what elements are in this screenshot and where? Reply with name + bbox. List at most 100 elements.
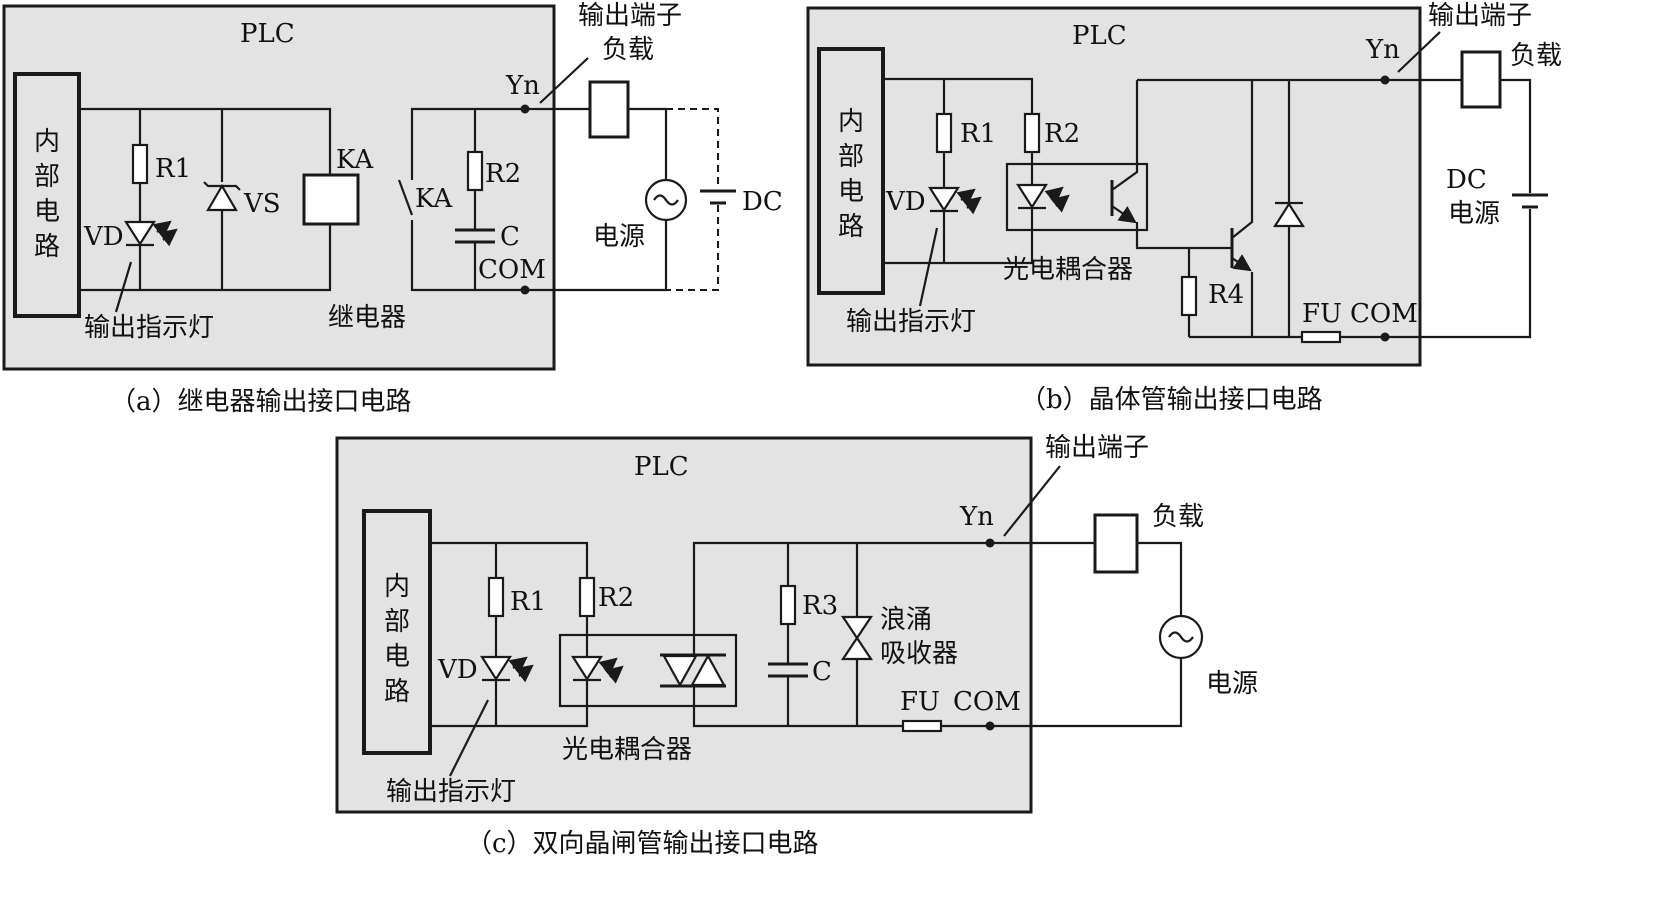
wire — [1135, 222, 1232, 250]
r1-label-b: R1 — [960, 119, 996, 149]
caption-a: （a）继电器输出接口电路 — [110, 387, 412, 417]
vd-label-a: VD — [83, 222, 124, 252]
dc-dashed-wire — [666, 205, 719, 291]
optocoupler-label-c: 光电耦合器 — [562, 735, 692, 765]
internal-circuit-block-c — [362, 509, 432, 755]
plc-enclosure-c — [335, 436, 1033, 814]
optocoupler-label-b: 光电耦合器 — [1003, 255, 1133, 285]
wire — [990, 658, 1183, 728]
triac — [662, 654, 698, 688]
output-transistor-emitter — [1231, 254, 1252, 272]
panel-a-relay-output: PLC 内 部 电 路 R1 VD VS KA 继电器 KA — [2, 1, 783, 417]
indicator-label-c: 输出指示灯 — [386, 777, 516, 807]
caption-c: （c）双向晶闸管输出接口电路 — [466, 829, 819, 859]
light-ray — [604, 665, 624, 684]
surge-absorber — [840, 615, 874, 640]
load-c — [1093, 513, 1139, 574]
wire — [1111, 80, 1139, 191]
light-ray — [962, 196, 982, 215]
leader-line — [449, 699, 489, 777]
zener-bar — [203, 181, 241, 191]
internal-circuit-char: 内 — [34, 127, 60, 157]
relay-label: 继电器 — [328, 303, 406, 333]
triac — [690, 653, 726, 687]
ka-coil-label: KA — [336, 145, 374, 175]
resistor-r3 — [779, 584, 797, 626]
surge-label-line2: 吸收器 — [880, 639, 958, 669]
c-label-c: C — [812, 657, 832, 687]
internal-circuit-char: 部 — [384, 607, 410, 637]
dc-label-a: DC — [742, 187, 783, 217]
r1-label-a: R1 — [155, 154, 191, 184]
output-terminal-label-c: 输出端子 — [1045, 433, 1149, 463]
light-ray — [158, 228, 178, 247]
internal-circuit-char: 内 — [384, 572, 410, 602]
panel-b-transistor-output: PLC 内 部 电 路 R1 VD R2 光电耦合器 — [806, 1, 1562, 415]
com-label-b: COM — [1350, 299, 1418, 329]
resistor-r1-c — [487, 576, 505, 618]
wire — [628, 107, 668, 180]
opto-led-c — [570, 655, 604, 682]
resistor-r4 — [1180, 275, 1198, 317]
indicator-label-a: 输出指示灯 — [84, 313, 214, 343]
power-label-a: 电源 — [593, 222, 645, 252]
optocoupler-b — [1005, 162, 1149, 232]
plc-label-a: PLC — [240, 19, 295, 49]
top-wire-a — [79, 107, 332, 175]
fuse-fu-b — [1300, 330, 1342, 344]
internal-circuit-char: 电 — [34, 197, 60, 227]
wire — [692, 686, 903, 728]
r4-label: R4 — [1208, 280, 1244, 310]
com-label-c: COM — [953, 687, 1021, 717]
wire — [430, 541, 589, 578]
wire — [883, 230, 1034, 265]
opto-led-b — [1015, 183, 1049, 210]
ka-contact — [397, 179, 414, 216]
optocoupler-c — [558, 633, 738, 708]
resistor-r2-b — [1023, 112, 1041, 154]
relay-coil-ka — [302, 173, 360, 226]
wire — [1500, 78, 1532, 193]
load-b — [1460, 50, 1502, 109]
wire — [692, 541, 990, 655]
output-terminal-label-b: 输出端子 — [1428, 1, 1532, 31]
ac-wave — [653, 194, 679, 206]
wire — [1137, 541, 1183, 616]
fu-label-c: FU — [900, 687, 940, 717]
plc-enclosure-b — [806, 6, 1422, 367]
fu-label-b: FU — [1302, 299, 1342, 329]
output-terminal-label-a: 输出端子 — [578, 1, 682, 31]
plc-label-c: PLC — [634, 452, 689, 482]
resistor-r2-c — [578, 576, 596, 618]
led-vd-c — [479, 655, 513, 682]
led-vd-a — [123, 220, 157, 247]
surge-label-line1: 浪涌 — [880, 605, 932, 635]
plc-label-b: PLC — [1072, 21, 1127, 51]
c-label-a: C — [500, 222, 520, 252]
r1-label-c: R1 — [510, 587, 546, 617]
resistor-r1-b — [935, 112, 953, 154]
leader-line — [918, 227, 939, 307]
panel-c-triac-output: PLC 内 部 电 路 R1 VD R2 光电耦合器 — [335, 433, 1258, 859]
wire — [1385, 209, 1532, 339]
wire — [410, 107, 525, 180]
r2-label-b: R2 — [1044, 119, 1080, 149]
load-label-c: 负载 — [1152, 502, 1204, 532]
power-label-c: 电源 — [1206, 669, 1258, 699]
yn-label-a: Yn — [505, 71, 540, 101]
vd-label-b: VD — [885, 187, 926, 217]
internal-circuit-char: 部 — [838, 142, 864, 172]
light-ray — [514, 664, 534, 683]
light-ray — [1050, 194, 1070, 213]
fuse-fu-c — [901, 719, 943, 733]
com-label-a: COM — [478, 255, 546, 285]
dc-label-b: DC — [1446, 165, 1487, 195]
vs-label: VS — [243, 189, 281, 219]
r3-label: R3 — [802, 591, 838, 621]
internal-circuit-char: 路 — [384, 677, 410, 707]
internal-circuit-char: 部 — [34, 162, 60, 192]
phototransistor-emitter — [1111, 205, 1137, 224]
internal-circuit-char: 电 — [838, 177, 864, 207]
indicator-label-b: 输出指示灯 — [846, 307, 976, 337]
leader-line — [1397, 31, 1441, 73]
